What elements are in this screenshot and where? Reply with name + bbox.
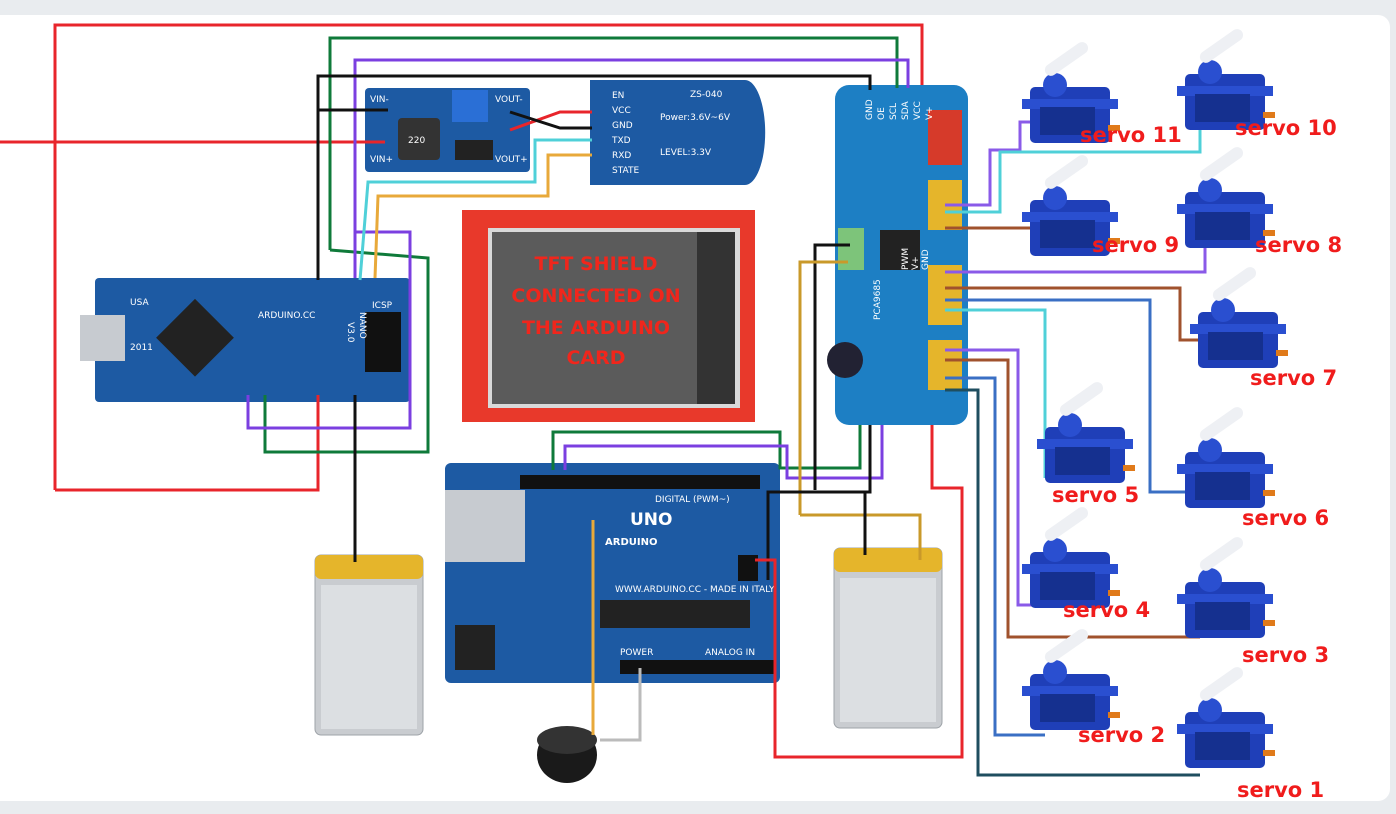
boost-pin-vout-plus: VOUT+: [495, 155, 528, 165]
servo-label: servo 3: [1242, 643, 1329, 667]
arduino-nano: ARDUINO.CC NANO V3.0 USA 2011 ICSP: [80, 278, 410, 402]
pca-pin-oe: OE: [877, 107, 887, 120]
servo-5: servo 5: [1037, 379, 1139, 507]
servo-3: servo 3: [1177, 534, 1329, 667]
pca-label-gnd: GND: [921, 249, 931, 270]
battery-left: [314, 554, 424, 736]
servo-label: servo 2: [1078, 723, 1165, 747]
servo-2: servo 2: [1022, 626, 1165, 747]
pca-model: PCA9685: [873, 279, 883, 320]
pca9685-driver: PCA9685 PWM V+ GND GND OE SCL SDA VCC V+: [827, 85, 968, 425]
servo-9: servo 9: [1022, 152, 1179, 257]
bt-pin-rxd: RXD: [612, 151, 631, 161]
bt-pin-gnd: GND: [612, 121, 633, 131]
nano-brand: ARDUINO.CC: [258, 311, 315, 321]
tft-label-line-1: TFT SHIELD: [534, 253, 657, 275]
servo-label: servo 10: [1235, 116, 1337, 140]
servo-label: servo 11: [1080, 123, 1182, 147]
nano-year: 2011: [130, 343, 153, 353]
bt-pin-vcc: VCC: [612, 106, 631, 116]
uno-power-label: POWER: [620, 648, 653, 658]
uno-digital-label: DIGITAL (PWM~): [655, 495, 730, 505]
boost-pin-vout-minus: VOUT-: [495, 95, 523, 105]
pca-pin-sda: SDA: [901, 101, 911, 120]
wires: [0, 23, 1207, 777]
servo-label: servo 8: [1255, 233, 1342, 257]
boost-pin-vin-minus: VIN-: [370, 95, 389, 105]
pca-pin-vcc: VCC: [913, 101, 923, 120]
nano-icsp: ICSP: [372, 301, 393, 311]
pca-pin-scl: SCL: [889, 103, 899, 120]
bt-model: ZS-040: [690, 90, 723, 100]
bt-pin-txd: TXD: [611, 136, 631, 146]
servo-6: servo 6: [1177, 404, 1329, 530]
tft-label-line-3: THE ARDUINO: [522, 317, 670, 339]
servo-label: servo 5: [1052, 483, 1139, 507]
boost-converter: 220 VIN- VIN+ VOUT- VOUT+: [365, 88, 530, 172]
boost-pin-vin-plus: VIN+: [370, 155, 393, 165]
uno-brand: ARDUINO: [605, 537, 657, 548]
servo-10: servo 10: [1177, 26, 1337, 140]
bt-level: LEVEL:3.3V: [660, 148, 712, 158]
servo-8: servo 8: [1177, 144, 1342, 257]
servo-label: servo 4: [1063, 598, 1150, 622]
uno-analog-label: ANALOG IN: [705, 648, 755, 658]
tft-label-line-4: CARD: [566, 347, 625, 369]
buzzer: [537, 726, 597, 783]
servo-7: servo 7: [1190, 264, 1337, 390]
bt-pin-state: STATE: [612, 166, 639, 176]
pca-label-pwm: PWM: [901, 248, 911, 270]
uno-model: UNO: [630, 510, 672, 530]
pca-label-vplus: V+: [911, 256, 921, 270]
nano-country: USA: [130, 298, 149, 308]
nano-model: NANO: [357, 312, 367, 339]
bluetooth-module: EN VCC GND TXD RXD STATE ZS-040 Power:3.…: [590, 80, 766, 185]
bt-pin-en: EN: [612, 91, 624, 101]
arduino-uno: UNO ARDUINO DIGITAL (PWM~) WWW.ARDUINO.C…: [445, 463, 780, 683]
inductor-label: 220: [408, 136, 425, 146]
nano-version: V3.0: [345, 322, 355, 343]
uno-site: WWW.ARDUINO.CC - MADE IN ITALY: [615, 585, 775, 595]
tft-label-line-2: CONNECTED ON: [511, 285, 680, 307]
servo-label: servo 9: [1092, 233, 1179, 257]
bt-power: Power:3.6V~6V: [660, 113, 731, 123]
servo-1: servo 1: [1177, 664, 1324, 802]
tft-shield: TFT SHIELD CONNECTED ON THE ARDUINO CARD: [462, 210, 755, 422]
servo-4: servo 4: [1022, 504, 1150, 622]
pca-pin-vplus: V+: [925, 106, 935, 120]
servo-label: servo 6: [1242, 506, 1329, 530]
battery-right: [833, 547, 943, 729]
pca-pin-gnd: GND: [865, 99, 875, 120]
servo-label: servo 7: [1250, 366, 1337, 390]
servo-label: servo 1: [1237, 778, 1324, 802]
servo-11: servo 11: [1022, 39, 1182, 147]
